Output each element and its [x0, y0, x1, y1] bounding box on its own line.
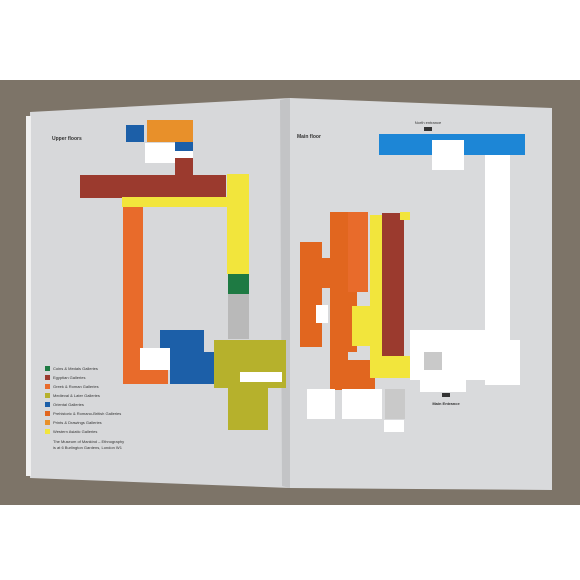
north-entrance-label: North entrance	[415, 120, 442, 125]
greek-roman-bottom	[123, 370, 168, 384]
gallery-yellow-bottom	[370, 356, 415, 378]
western-asiatic-band	[122, 197, 232, 207]
room-lower-grey	[385, 389, 405, 419]
gallery-egyptian-a	[348, 212, 368, 292]
legend-swatch-western	[45, 429, 50, 434]
gallery-egyptian-main	[382, 213, 404, 358]
legend-label-coins: Coins & Medals Galleries	[53, 366, 98, 371]
legend-label-prehistoric: Prehistoric & Romano-British Galleries	[53, 411, 121, 416]
gallery-yellow-a	[352, 306, 372, 346]
east-corridor-lower	[498, 340, 520, 385]
legend: Coins & Medals Galleries Egyptian Galler…	[45, 366, 124, 450]
grey-room	[228, 294, 249, 339]
prints-drawings-room	[147, 120, 193, 142]
gallery-yellow-top	[400, 212, 410, 220]
gallery-inner-white	[316, 305, 328, 323]
oriental-cluster-b	[170, 352, 214, 384]
gallery-orange-main	[330, 212, 348, 390]
museum-note-line-2: is at 6 Burlington Gardens, London W1	[53, 445, 123, 450]
oriental-room-top	[126, 125, 144, 142]
main-entrance-hall	[420, 380, 466, 392]
legend-swatch-medieval	[45, 393, 50, 398]
room-lower-left	[307, 389, 335, 419]
main-floor-title: Main floor	[297, 134, 321, 140]
main-entrance-label: Main Entrance	[432, 401, 460, 406]
legend-swatch-egyptian	[45, 375, 50, 380]
gallery-orange-bottom	[330, 360, 375, 390]
gallery-orange-b	[318, 258, 332, 288]
legend-swatch-prints	[45, 420, 50, 425]
page-edge	[26, 116, 31, 476]
upper-floors-title: Upper floors	[52, 136, 82, 142]
greek-roman-column	[123, 207, 143, 379]
legend-swatch-prehistoric	[45, 411, 50, 416]
central-service-block	[410, 330, 488, 380]
right-page	[290, 98, 552, 490]
coins-medals-room	[228, 274, 249, 294]
room-lower-mid	[342, 389, 382, 419]
legend-label-medieval: Medieval & Later Galleries	[53, 393, 100, 398]
legend-label-prints: Prints & Drawings Galleries	[53, 420, 102, 425]
oriental-cluster-a	[160, 330, 204, 352]
legend-label-western: Western Asiatic Galleries	[53, 429, 97, 434]
legend-label-greek: Greek & Roman Galleries	[53, 384, 99, 389]
legend-label-egyptian: Egyptian Galleries	[53, 375, 85, 380]
main-entrance-marker	[442, 393, 450, 397]
room-lower-small	[384, 420, 404, 432]
medieval-room-b	[228, 388, 268, 430]
medieval-inner-white	[240, 372, 282, 382]
service-grey	[424, 352, 442, 370]
western-asiatic-column	[227, 174, 249, 274]
legend-swatch-oriental	[45, 402, 50, 407]
oriental-room-small	[175, 142, 193, 151]
legend-swatch-greek	[45, 384, 50, 389]
legend-label-oriental: Oriental Galleries	[53, 402, 84, 407]
museum-note-line-1: The Museum of Mankind – Ethnography	[53, 439, 124, 444]
egyptian-gallery-band	[80, 175, 226, 198]
gallery-yellow-b	[370, 215, 384, 378]
legend-swatch-coins	[45, 366, 50, 371]
gallery-orange-a	[300, 242, 322, 347]
book-spine-shadow	[280, 98, 290, 488]
corridor-oriental	[140, 348, 170, 370]
egyptian-gallery-connector	[175, 158, 193, 178]
north-entrance-marker	[424, 127, 432, 131]
north-lobby	[432, 140, 464, 170]
